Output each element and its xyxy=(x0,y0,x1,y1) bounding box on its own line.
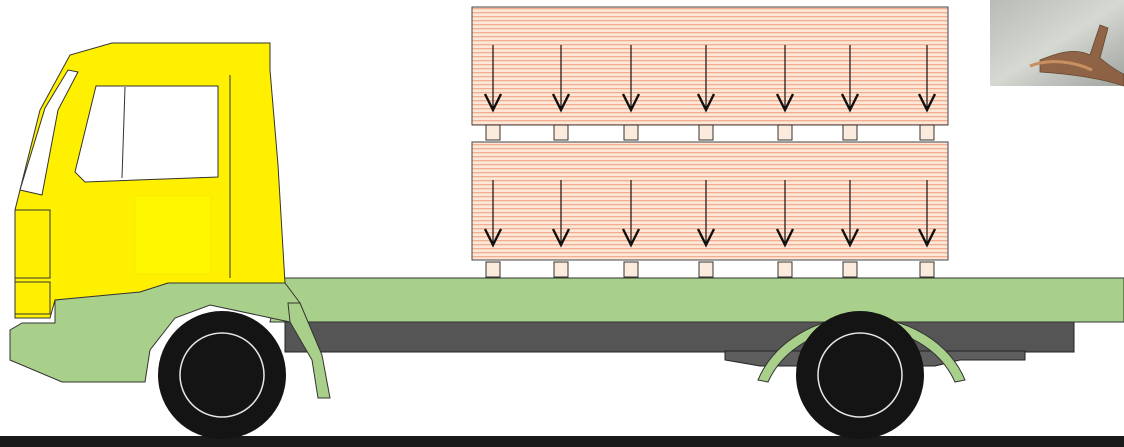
ground xyxy=(0,436,1124,447)
spacer-block xyxy=(624,262,638,277)
spacer-block xyxy=(920,125,934,140)
spacer-block xyxy=(554,262,568,277)
rear-wheel xyxy=(796,311,924,439)
load-stack xyxy=(472,7,948,140)
spacer-block xyxy=(699,125,713,140)
spacer-block xyxy=(778,125,792,140)
front-bumper xyxy=(15,282,50,314)
side-window xyxy=(75,86,218,182)
front-grille xyxy=(15,210,50,278)
spacer-block xyxy=(778,262,792,277)
spacer-block xyxy=(486,125,500,140)
spacer-block xyxy=(843,262,857,277)
load-stack xyxy=(472,142,948,277)
flatbed-chassis xyxy=(270,278,1124,322)
truck-cab xyxy=(15,43,285,318)
spacer-block xyxy=(554,125,568,140)
load-stacks xyxy=(472,7,948,277)
spacer-block xyxy=(624,125,638,140)
spacer-block xyxy=(699,262,713,277)
truck-frame xyxy=(285,322,1074,352)
front-wheel xyxy=(158,311,286,439)
door-panel xyxy=(135,196,211,274)
spacer-block xyxy=(843,125,857,140)
strap-photo-thumbnail xyxy=(990,0,1124,86)
spacer-block xyxy=(920,262,934,277)
spacer-block xyxy=(486,262,500,277)
